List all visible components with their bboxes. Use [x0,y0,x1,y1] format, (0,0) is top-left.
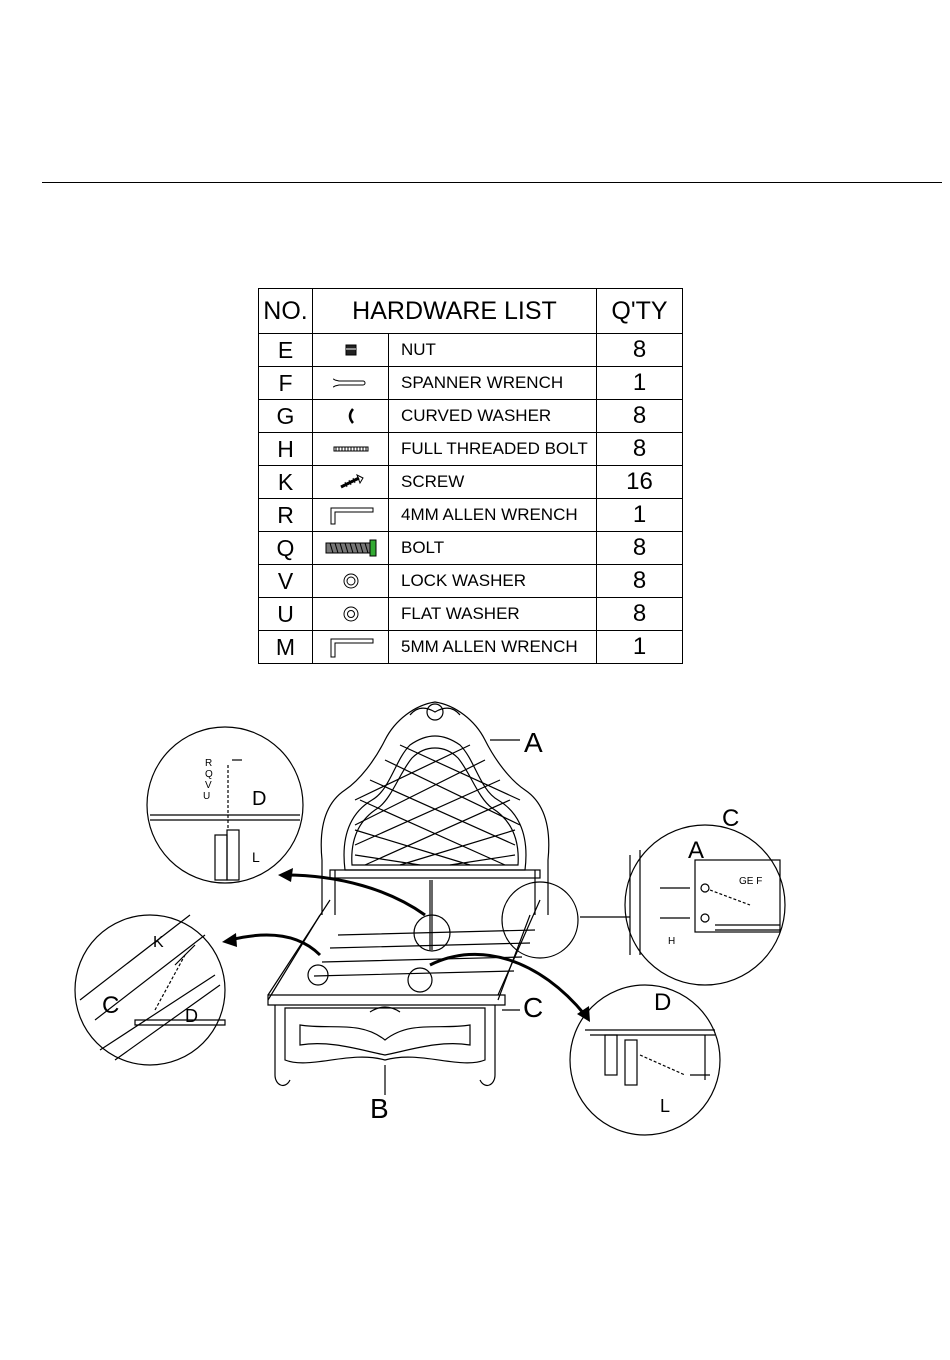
row-name: FLAT WASHER [389,598,597,631]
row-name: 5MM ALLEN WRENCH [389,631,597,664]
table-row: H FULL THREADED BOLT 8 [259,433,683,466]
table-row: Q BOLT 8 [259,532,683,565]
label-d-top: D [252,788,266,810]
label-v: V [205,780,212,791]
table-row: G CURVED WASHER 8 [259,400,683,433]
footboard-illustration [268,995,505,1085]
table-header-row: NO. HARDWARE LIST Q'TY [259,289,683,334]
row-name: FULL THREADED BOLT [389,433,597,466]
label-a: A [524,727,543,758]
lock-washer-icon [313,572,388,590]
row-no: F [259,367,313,400]
label-k: K [153,934,164,951]
row-name: SPANNER WRENCH [389,367,597,400]
row-name: 4MM ALLEN WRENCH [389,499,597,532]
label-l-bottom: L [660,1096,670,1116]
detail-circle-right [625,825,785,985]
detail-circle-top-left [147,727,303,883]
label-c: C [523,992,543,1023]
label-r: R [205,758,212,769]
row-name: NUT [389,334,597,367]
bolt-icon [313,539,388,557]
row-name: SCREW [389,466,597,499]
screw-icon [313,473,388,491]
row-no: V [259,565,313,598]
label-c-right: C [722,805,739,832]
label-h: H [668,936,675,947]
header-hardware-list: HARDWARE LIST [313,289,597,334]
label-d-left: D [185,1006,198,1026]
flat-washer-icon [313,605,388,623]
header-rule [42,182,942,183]
spanner-wrench-icon [313,376,388,390]
frame-illustration [268,880,540,1000]
row-no: K [259,466,313,499]
allen-wrench-icon [313,635,388,659]
row-qty: 8 [597,334,683,367]
row-qty: 8 [597,433,683,466]
row-no: E [259,334,313,367]
row-qty: 8 [597,532,683,565]
row-name: BOLT [389,532,597,565]
threaded-bolt-icon [313,445,388,453]
table-row: E NUT 8 [259,334,683,367]
curved-washer-icon [313,407,388,425]
row-no: U [259,598,313,631]
row-qty: 8 [597,565,683,598]
row-qty: 8 [597,598,683,631]
row-no: H [259,433,313,466]
label-d-bottom: D [654,989,671,1016]
label-b: B [370,1093,389,1124]
label-q: Q [205,769,213,780]
arrow-icon [285,875,425,915]
table-row: K SCREW 16 [259,466,683,499]
row-name: LOCK WASHER [389,565,597,598]
allen-wrench-icon [313,504,388,526]
table-row: U FLAT WASHER 8 [259,598,683,631]
header-qty: Q'TY [597,289,683,334]
label-u: U [203,791,210,802]
row-qty: 1 [597,367,683,400]
label-gef: GE F [739,876,762,887]
row-no: M [259,631,313,664]
row-qty: 1 [597,631,683,664]
table-row: F SPANNER WRENCH 1 [259,367,683,400]
row-qty: 16 [597,466,683,499]
row-name: CURVED WASHER [389,400,597,433]
nut-icon [313,343,388,357]
header-no: NO. [259,289,313,334]
table-row: M 5MM ALLEN WRENCH 1 [259,631,683,664]
row-qty: 1 [597,499,683,532]
label-l-top: L [252,849,260,865]
arrow-icon [430,954,585,1015]
table-row: R 4MM ALLEN WRENCH 1 [259,499,683,532]
label-c-left: C [102,992,119,1019]
row-qty: 8 [597,400,683,433]
row-no: Q [259,532,313,565]
label-a-right: A [688,837,704,864]
hardware-table: NO. HARDWARE LIST Q'TY E NUT 8 F SPANNER… [258,288,683,664]
assembly-diagram: A B C C A C D K D L R Q V U H GE F D L [0,690,950,1150]
table-row: V LOCK WASHER 8 [259,565,683,598]
row-no: R [259,499,313,532]
detail-circle-bottom-right [570,985,720,1135]
row-no: G [259,400,313,433]
